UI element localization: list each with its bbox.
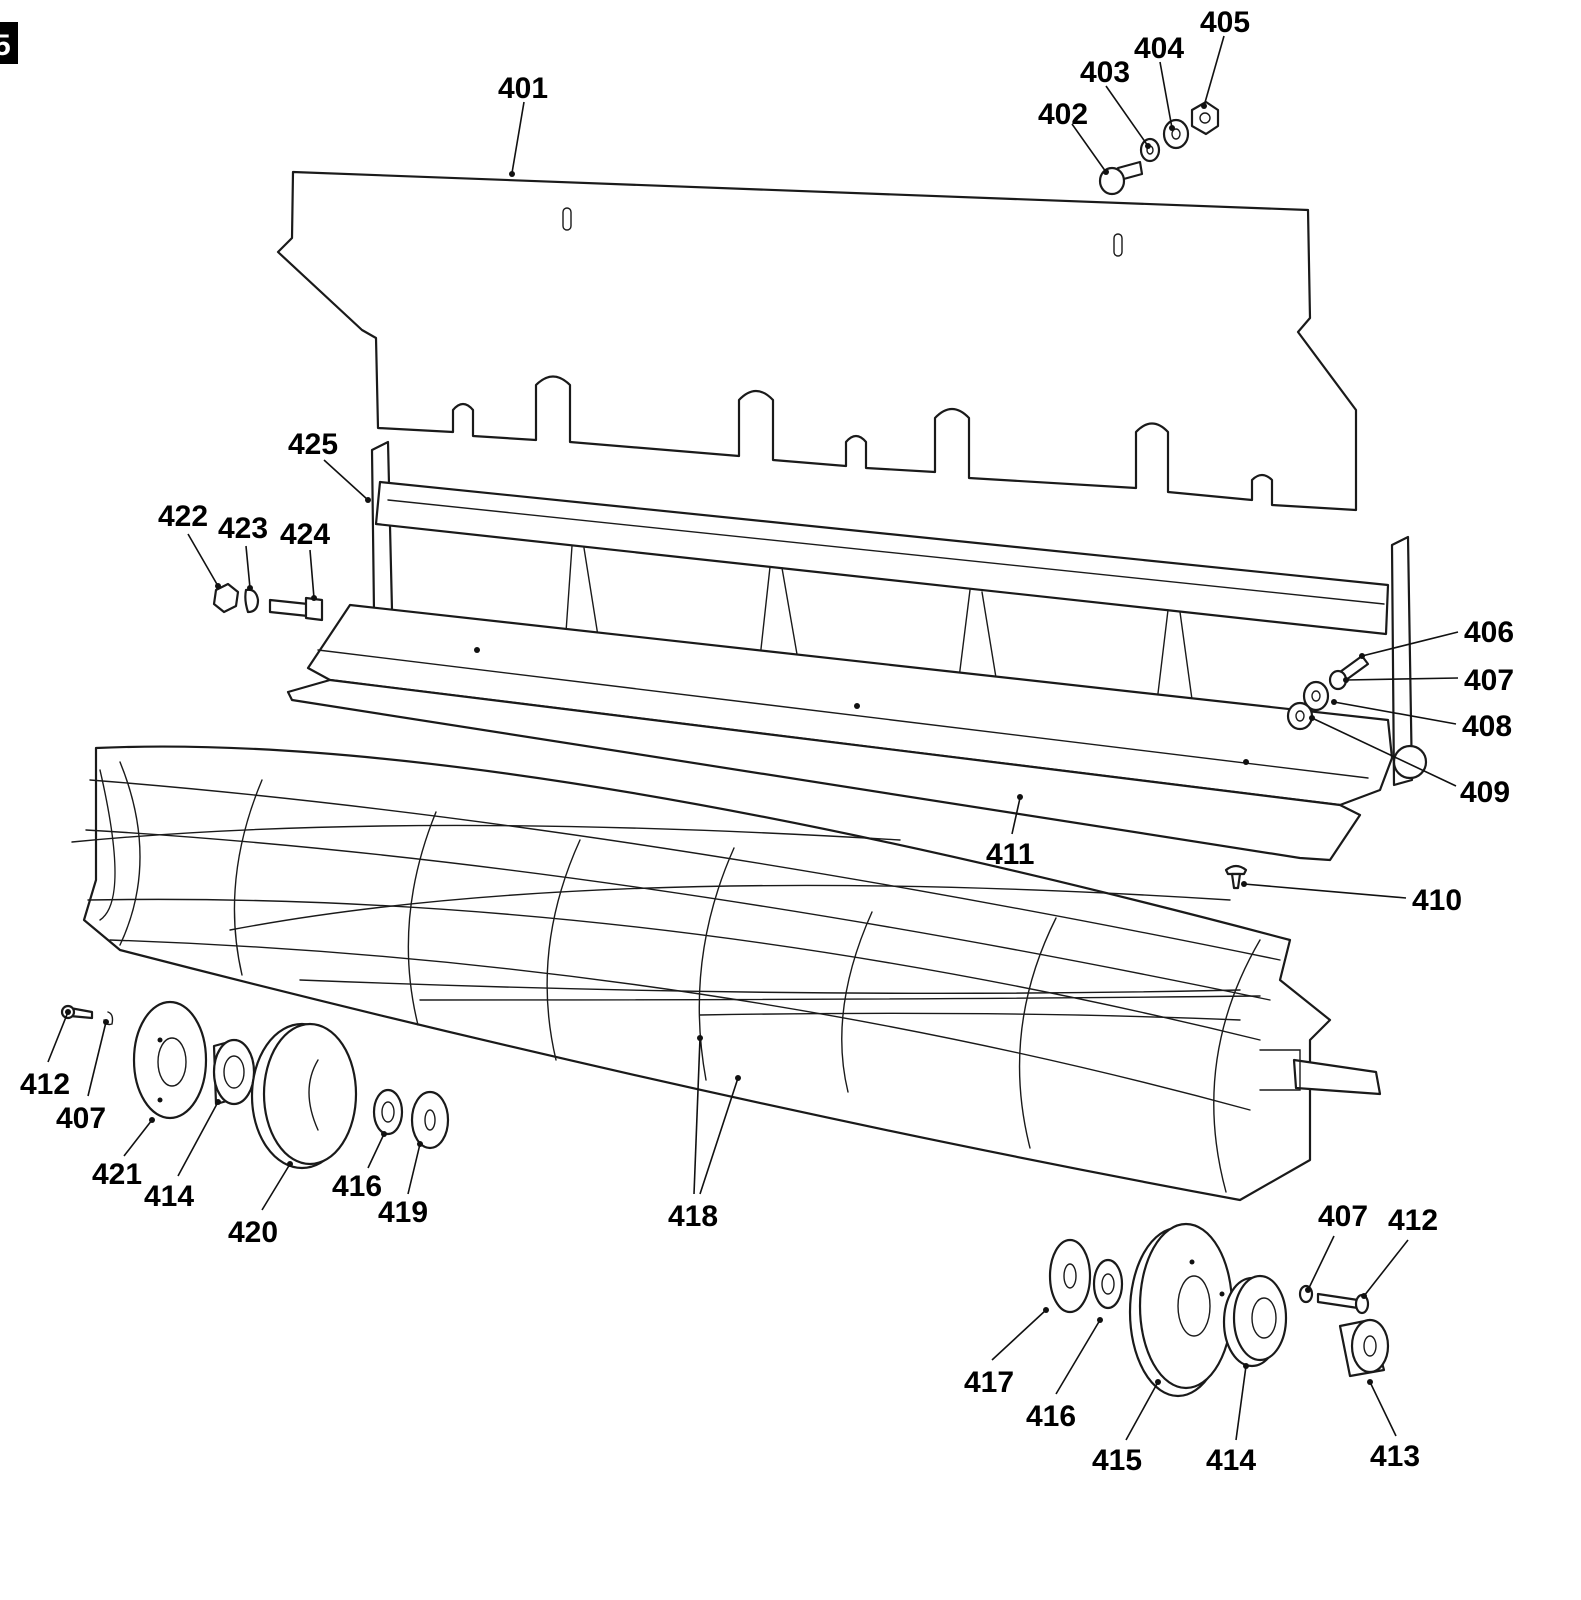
callout-421: 421 xyxy=(92,1158,142,1191)
seal-416-right xyxy=(1092,1258,1124,1310)
nut-405 xyxy=(1190,100,1220,136)
callout-416-left: 416 xyxy=(332,1170,382,1203)
callout-labels: 401 402 403 404 405 406 407 408 409 410 … xyxy=(20,6,1514,1477)
callout-407-right: 407 xyxy=(1464,664,1514,697)
callout-423: 423 xyxy=(218,512,268,545)
figure-badge: 5 xyxy=(0,22,18,64)
washer-404 xyxy=(1162,118,1190,150)
callout-413: 413 xyxy=(1370,1440,1420,1473)
callout-408: 408 xyxy=(1462,710,1512,743)
leader-407-right xyxy=(1345,677,1459,681)
leader-lines xyxy=(47,35,1459,1441)
leader-408 xyxy=(1333,701,1457,725)
bolt-402 xyxy=(1098,160,1144,196)
leader-416-left xyxy=(367,1133,385,1169)
washer-408 xyxy=(1302,680,1330,712)
housing-415 xyxy=(1128,1222,1234,1398)
leader-407-left xyxy=(87,1021,107,1097)
callout-405: 405 xyxy=(1200,6,1250,39)
leader-410 xyxy=(1243,883,1407,899)
bolt-412-right xyxy=(1316,1292,1370,1315)
housing-420 xyxy=(250,1022,358,1170)
cap-413 xyxy=(1338,1318,1390,1378)
bolt-424 xyxy=(268,596,324,622)
top-plate-401 xyxy=(276,170,1358,512)
leader-405 xyxy=(1203,35,1225,107)
bearing-414-left xyxy=(212,1038,256,1106)
leader-407-bottom xyxy=(1307,1235,1335,1291)
callout-424: 424 xyxy=(280,518,330,551)
cutting-cylinder-418 xyxy=(71,745,1382,1202)
callout-417: 417 xyxy=(964,1366,1014,1399)
screw-410 xyxy=(1224,864,1248,890)
callout-420: 420 xyxy=(228,1216,278,1249)
callout-412-bottom: 412 xyxy=(1388,1204,1438,1237)
leader-417 xyxy=(991,1309,1047,1361)
callout-422: 422 xyxy=(158,500,208,533)
washer-409 xyxy=(1286,701,1314,731)
leader-403 xyxy=(1105,85,1149,147)
callout-411: 411 xyxy=(986,838,1034,871)
frame-bar-425 xyxy=(370,440,1414,787)
leader-401 xyxy=(511,101,525,174)
callout-403: 403 xyxy=(1080,56,1130,89)
leader-425 xyxy=(323,459,369,501)
leader-413 xyxy=(1369,1381,1397,1437)
washer-403 xyxy=(1139,137,1161,163)
callout-416-right: 416 xyxy=(1026,1400,1076,1433)
bottom-blade-411 xyxy=(286,603,1428,862)
callout-425: 425 xyxy=(288,428,338,461)
flange-421 xyxy=(132,1000,208,1120)
leader-414-right xyxy=(1235,1365,1247,1441)
nut-422 xyxy=(212,582,240,614)
leader-420 xyxy=(261,1163,291,1211)
callout-401: 401 xyxy=(498,72,548,105)
callout-407-left: 407 xyxy=(56,1102,106,1135)
washer-419 xyxy=(410,1090,450,1150)
callout-410: 410 xyxy=(1412,884,1462,917)
callout-415: 415 xyxy=(1092,1444,1142,1477)
callout-414-right: 414 xyxy=(1206,1444,1256,1477)
leader-418b xyxy=(699,1077,739,1195)
bearing-414-right xyxy=(1222,1274,1288,1368)
leader-411 xyxy=(1011,797,1021,835)
callout-412-left: 412 xyxy=(20,1068,70,1101)
leader-424 xyxy=(309,549,315,599)
callout-419: 419 xyxy=(378,1196,428,1229)
washer-417 xyxy=(1048,1238,1092,1314)
leader-419 xyxy=(407,1143,421,1195)
leader-409 xyxy=(1311,717,1457,787)
callout-418: 418 xyxy=(668,1200,718,1233)
leader-406 xyxy=(1361,631,1459,657)
callout-404: 404 xyxy=(1134,32,1184,65)
leader-414-left xyxy=(177,1101,219,1177)
leader-422 xyxy=(187,533,219,587)
leader-412-left xyxy=(47,1011,69,1063)
figure-badge-text: 5 xyxy=(0,29,11,62)
leader-415 xyxy=(1125,1381,1159,1441)
callout-409: 409 xyxy=(1460,776,1510,809)
leader-404 xyxy=(1159,61,1173,129)
callout-407-bottom: 407 xyxy=(1318,1200,1368,1233)
washer-423 xyxy=(244,588,260,614)
leader-402 xyxy=(1071,123,1107,173)
callout-406: 406 xyxy=(1464,616,1514,649)
callout-414-left: 414 xyxy=(144,1180,194,1213)
leader-421 xyxy=(123,1119,153,1157)
leader-423 xyxy=(245,545,251,589)
leader-418a xyxy=(693,1037,701,1195)
seal-416-left xyxy=(372,1088,404,1136)
callout-402: 402 xyxy=(1038,98,1088,131)
leader-416-right xyxy=(1055,1319,1101,1395)
leader-412-bottom xyxy=(1363,1239,1409,1297)
